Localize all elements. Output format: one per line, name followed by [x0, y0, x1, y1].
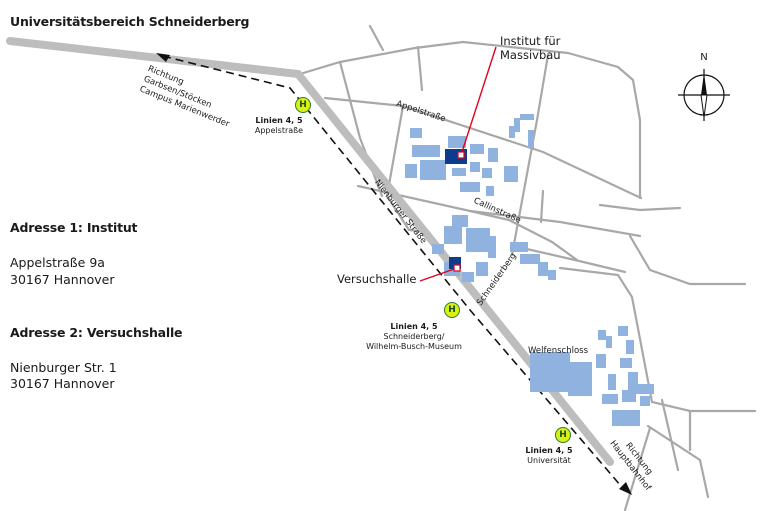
tram-arrow-nw	[156, 53, 170, 62]
address1-heading: Adresse 1: Institut	[10, 220, 138, 235]
stop-appelstrasse-lines: Linien 4, 5	[255, 116, 303, 125]
tram-stop-icon-universitaet: H	[555, 427, 571, 443]
stop-universitaet-lines: Linien 4, 5	[525, 446, 573, 455]
stop-universitaet: Linien 4, 5 Universität	[514, 446, 584, 466]
stop-schneiderberg: Linien 4, 5 Schneiderberg/ Wilhelm-Busch…	[354, 322, 474, 352]
page-title: Universitätsbereich Schneiderberg	[10, 14, 250, 29]
callout-institut-line1: Institut für	[500, 34, 561, 48]
tram-line	[162, 55, 622, 487]
callout-lines	[419, 46, 497, 282]
address1-city: 30167 Hannover	[10, 272, 115, 287]
stop-schneiderberg-name2: Wilhelm-Busch-Museum	[366, 342, 462, 351]
callout-institut-line2: Massivbau	[500, 48, 561, 62]
stop-appelstrasse: Linien 4, 5 Appelstraße	[244, 116, 314, 136]
place-label-welfenschloss: Welfenschloss	[528, 346, 589, 356]
stop-schneiderberg-name1: Schneiderberg/	[383, 332, 445, 341]
address2-heading: Adresse 2: Versuchshalle	[10, 325, 183, 340]
stop-universitaet-name: Universität	[527, 456, 571, 465]
compass-icon	[678, 69, 730, 121]
campus-buildings	[405, 114, 654, 426]
address1-street: Appelstraße 9a	[10, 255, 105, 270]
tram-stop-icon-appelstrasse: H	[295, 97, 311, 113]
tram-stop-icon-schneiderberg: H	[444, 302, 460, 318]
main-road	[6, 37, 614, 466]
street-network	[298, 24, 757, 511]
compass-label: N	[700, 52, 708, 63]
address2-street: Nienburger Str. 1	[10, 360, 117, 375]
address2-city: 30167 Hannover	[10, 376, 115, 391]
stop-appelstrasse-name: Appelstraße	[254, 126, 304, 135]
stop-schneiderberg-lines: Linien 4, 5	[390, 322, 438, 331]
callout-versuchshalle: Versuchshalle	[337, 272, 417, 286]
tram-arrow-se	[619, 482, 632, 495]
